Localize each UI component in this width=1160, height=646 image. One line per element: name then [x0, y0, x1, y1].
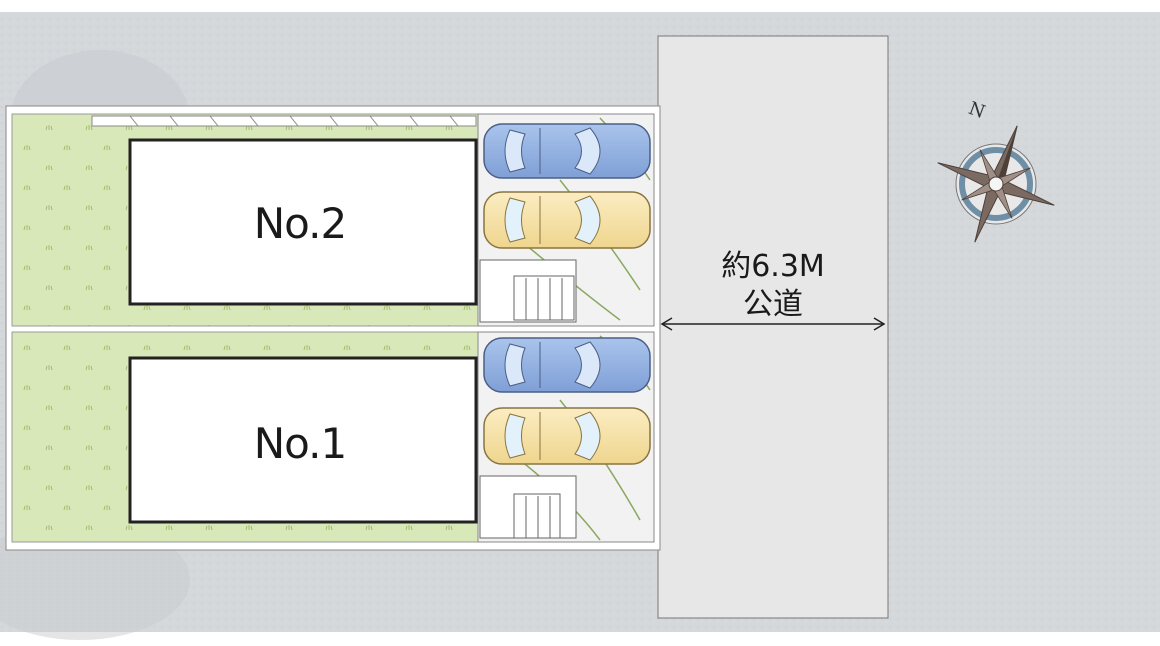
north-label: N	[966, 98, 988, 123]
lot-no2-entrance-stairs	[479, 259, 577, 323]
car-no2-blue	[483, 123, 651, 179]
lot-no1-label: No.1	[254, 419, 346, 468]
car-no1-blue	[483, 337, 651, 393]
car-no2-yellow	[483, 191, 651, 249]
lot-no2-label: No.2	[254, 199, 346, 248]
lot-no2: No.2	[11, 113, 655, 327]
lot-no2-building	[128, 138, 478, 306]
road-width-arrow	[660, 317, 886, 331]
road-type-label: 公道	[743, 287, 803, 322]
road-width-label: 約6.3M	[721, 249, 825, 284]
public-road	[657, 35, 889, 619]
lot-no2-fence	[91, 115, 477, 127]
lot-no1-building	[128, 356, 478, 524]
lot-no1-entrance-stairs	[479, 475, 577, 539]
car-no1-yellow	[483, 407, 651, 465]
compass-rose-icon	[937, 125, 1055, 243]
